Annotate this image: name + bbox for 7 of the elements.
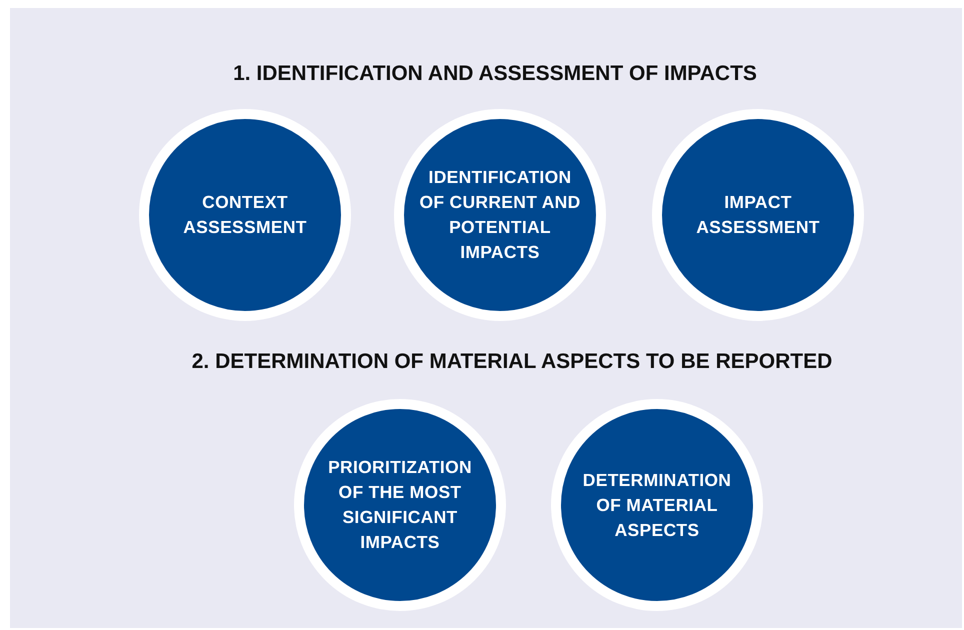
- step-label: IMPACT ASSESSMENT: [695, 191, 821, 239]
- step-label: PRIORITIZATION OF THE MOST SIGNIFICANT IMPACTS: [327, 456, 473, 554]
- step-label: DETERMINATION OF MATERIAL ASPECTS: [582, 468, 732, 542]
- step-label: IDENTIFICATION OF CURRENT AND POTENTIAL IMPACTS: [418, 166, 582, 264]
- section-heading: 1. IDENTIFICATION AND ASSESSMENT OF IMPACTS: [233, 62, 757, 86]
- section-heading: 2. DETERMINATION OF MATERIAL ASPECTS TO BE REPORTED: [192, 350, 832, 374]
- step-label: CONTEXT ASSESSMENT: [182, 191, 308, 239]
